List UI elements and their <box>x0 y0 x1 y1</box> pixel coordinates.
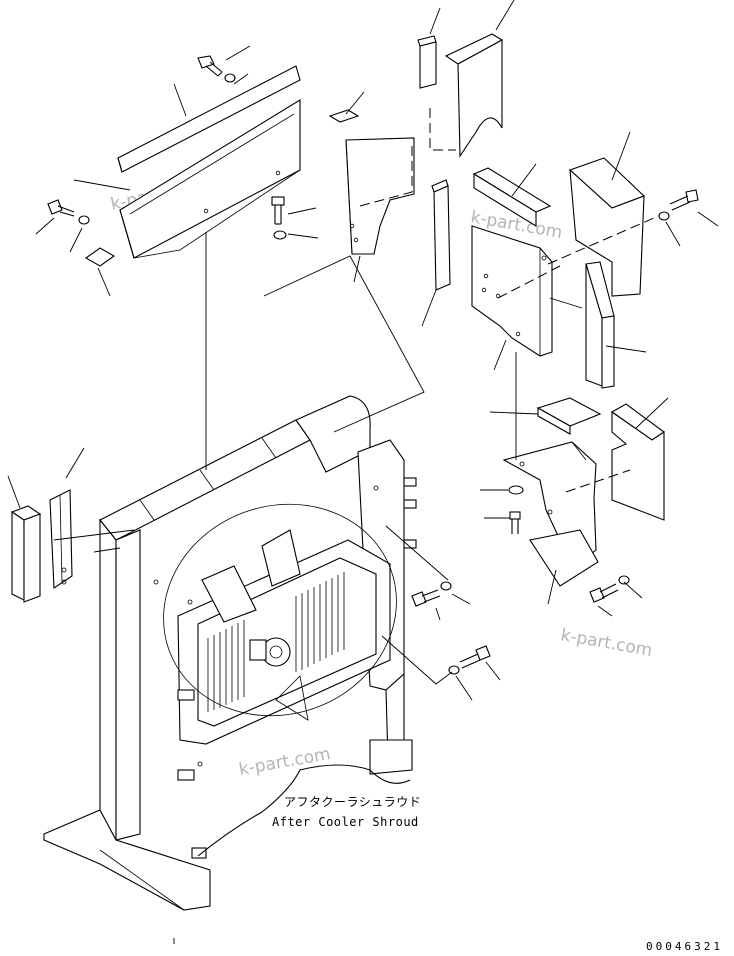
bolt <box>459 645 491 669</box>
foam-block-large <box>444 33 504 158</box>
leader-lines <box>7 0 719 944</box>
bolt <box>271 196 285 225</box>
foam-pad-side <box>537 407 571 435</box>
washer <box>78 215 90 225</box>
washer <box>618 575 630 585</box>
washer <box>224 73 236 83</box>
dash-line <box>547 217 655 265</box>
bolt <box>509 511 521 534</box>
foam-block-small <box>417 35 437 89</box>
washer <box>448 665 460 675</box>
caption-japanese: アフタクーラシュラウド <box>284 795 421 809</box>
center-plate <box>345 137 415 255</box>
dash-line <box>429 108 456 151</box>
bolt <box>47 199 75 217</box>
fan-blade <box>261 529 301 587</box>
washer <box>508 485 524 495</box>
fan-blade <box>201 565 257 623</box>
lower-bracket <box>502 441 631 587</box>
radiator-fins <box>207 572 345 712</box>
washer <box>658 211 670 221</box>
right-plate <box>471 225 561 357</box>
caption-english: After Cooler Shroud <box>272 815 419 829</box>
top-bar <box>117 65 301 173</box>
bolt <box>411 589 441 607</box>
foam-bar-vertical <box>431 179 451 291</box>
drawing-number: 00046321 <box>646 940 723 953</box>
reference-lines <box>53 232 517 685</box>
bolt <box>197 55 223 77</box>
watermark: k-part.com <box>237 744 332 780</box>
watermark: k-part.com <box>559 625 654 661</box>
foam-bar <box>472 167 552 227</box>
washer <box>440 581 452 591</box>
top-bracket <box>84 99 301 267</box>
bolt <box>589 583 619 603</box>
foam-block-left <box>10 505 42 603</box>
washer <box>273 230 287 240</box>
foam-panel-lower <box>610 403 665 521</box>
foam-panel-large <box>568 157 646 297</box>
shroud-assembly <box>43 395 417 911</box>
small-pad <box>328 109 360 123</box>
bolt <box>669 189 699 211</box>
foam-bar-right <box>585 261 615 389</box>
